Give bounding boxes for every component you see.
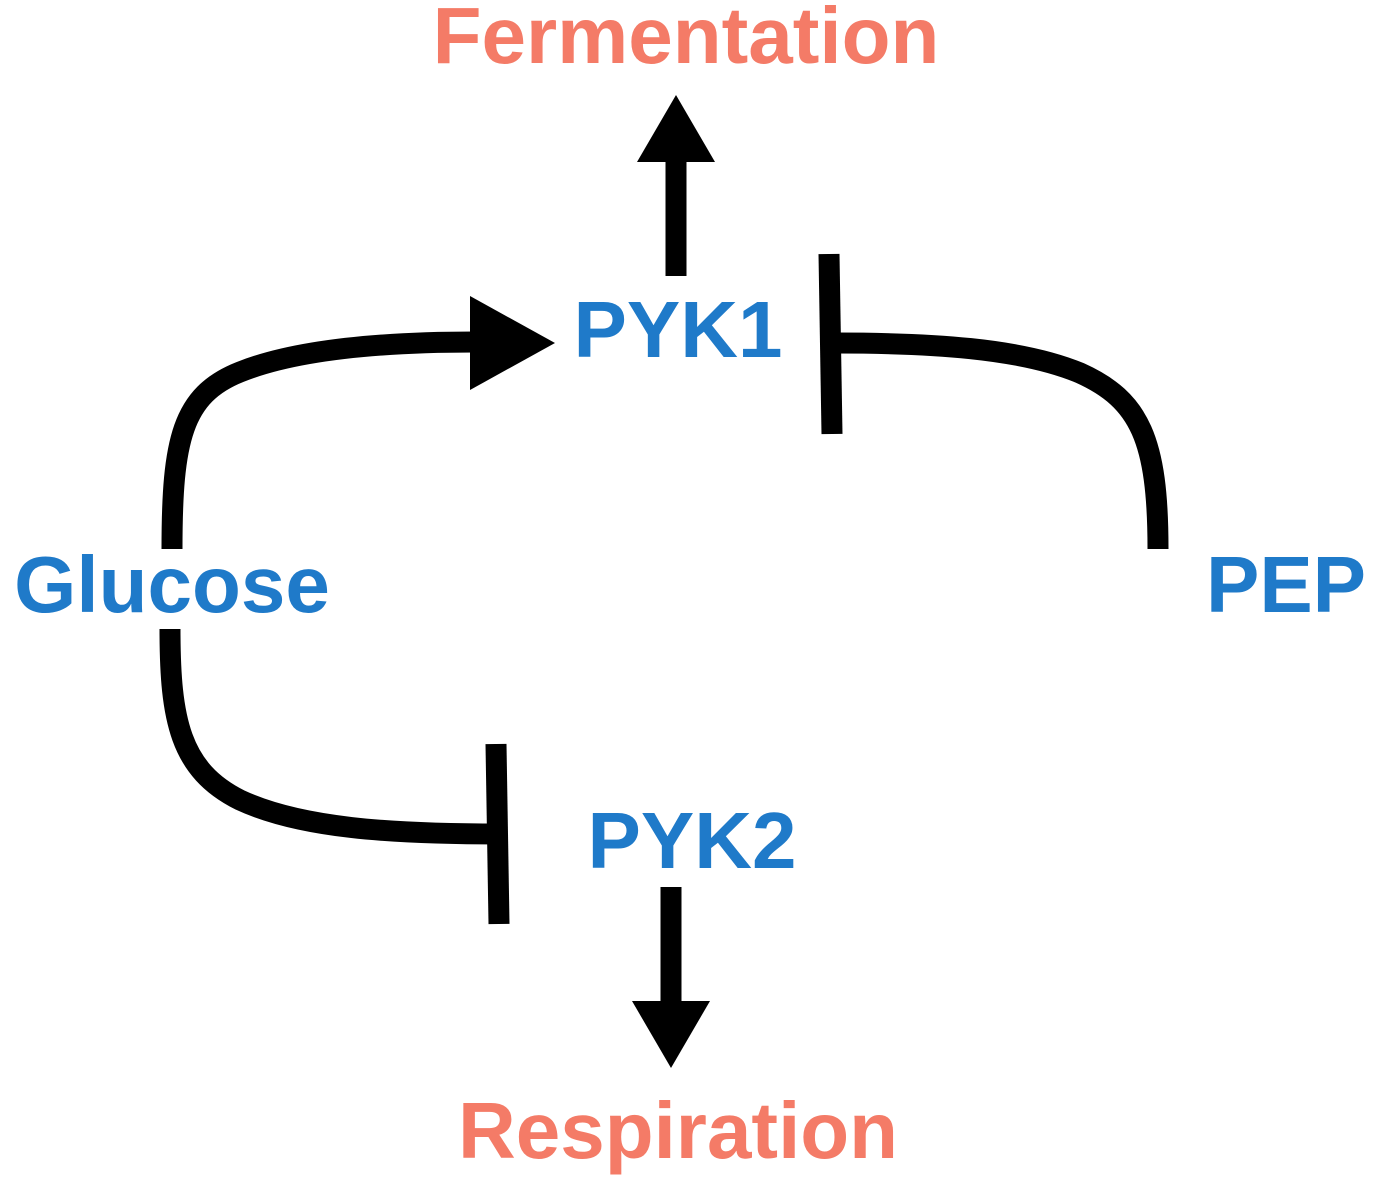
edge-pyk2-to-respiration — [632, 887, 710, 1068]
edge-pyk1-to-fermentation — [637, 95, 715, 276]
inhibition-bar — [818, 253, 843, 435]
edge-glucose-to-pyk1 — [161, 296, 555, 550]
arrowhead-up — [637, 95, 715, 162]
arrowhead-down — [632, 1001, 710, 1068]
pyk1-label: PYK1 — [574, 285, 783, 374]
arrowhead-right — [470, 296, 555, 390]
fermentation-label: Fermentation — [433, 0, 940, 80]
glucose-label: Glucose — [14, 540, 330, 629]
edge-pep-inhibits-pyk1 — [818, 253, 1169, 550]
inhibition-bar — [485, 743, 510, 925]
pep-label: PEP — [1206, 540, 1366, 629]
respiration-label: Respiration — [458, 1086, 898, 1175]
pyk2-label: PYK2 — [588, 796, 797, 885]
edge-glucose-inhibits-pyk2 — [159, 628, 510, 925]
